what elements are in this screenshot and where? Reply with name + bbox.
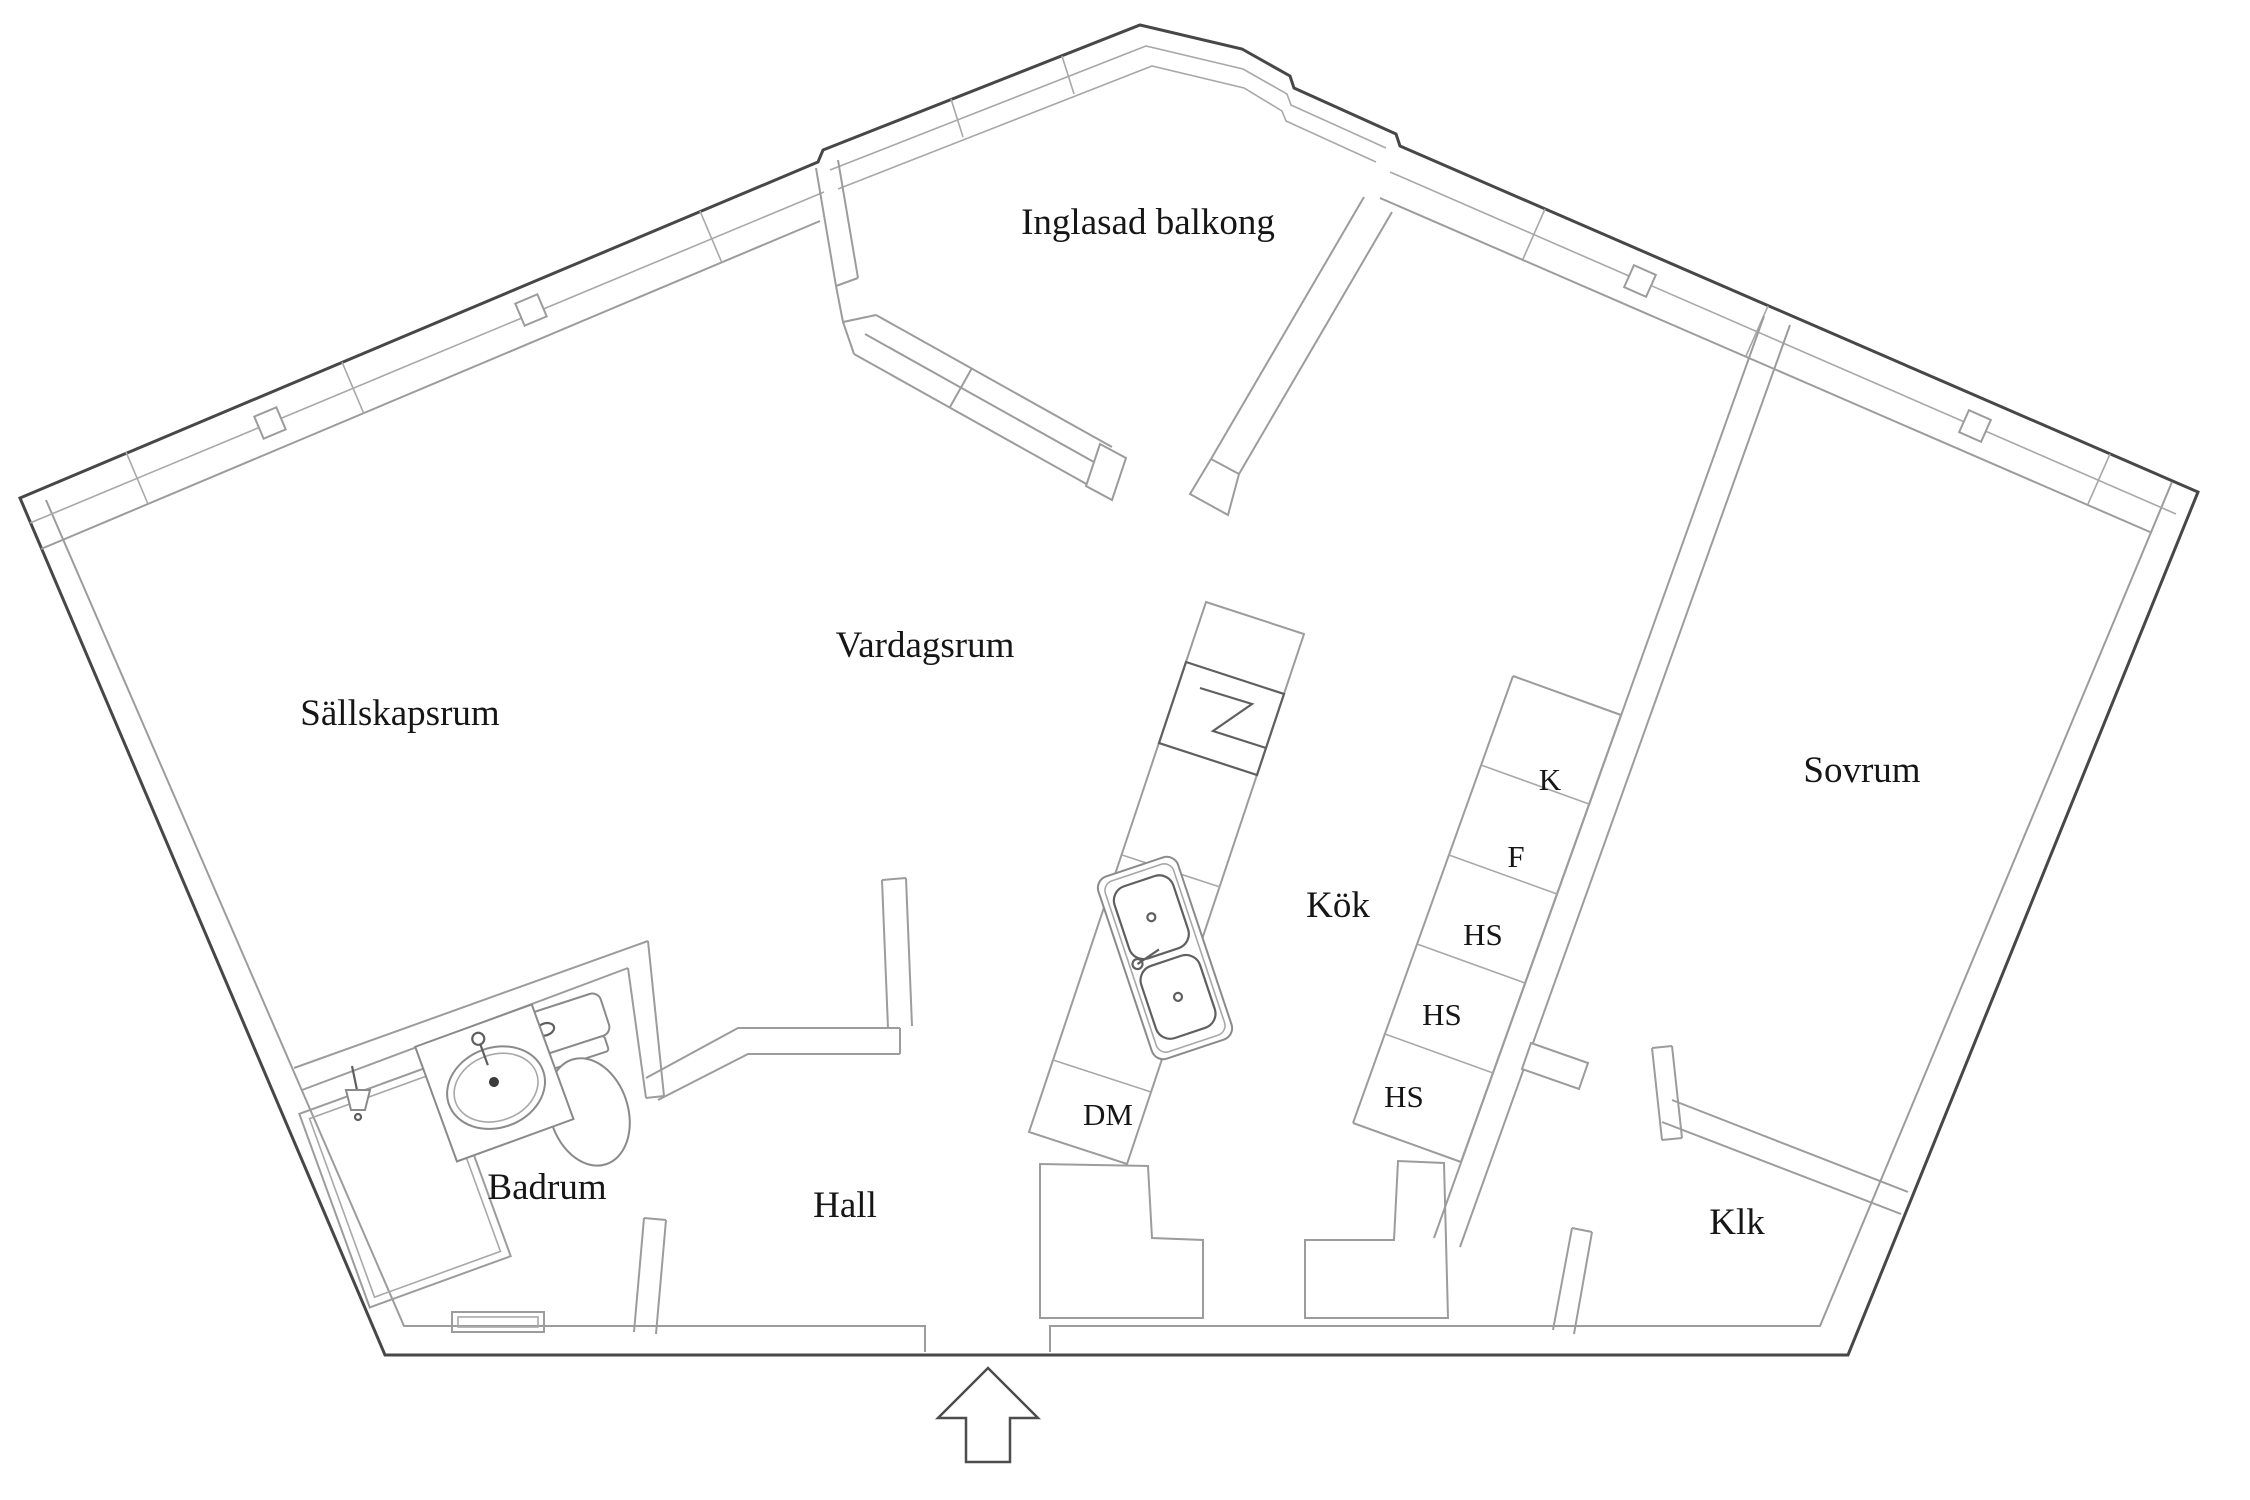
- room-label-bedroom: Sovrum: [1803, 750, 1920, 791]
- closet-west-jamb: [1651, 1045, 1683, 1141]
- kitchen-entry-wall-left: [1039, 1162, 1204, 1319]
- bathroom-sink: [413, 1003, 575, 1163]
- room-label-living-room: Vardagsrum: [836, 625, 1015, 666]
- bathroom-south-stub: [633, 1217, 667, 1335]
- kitchen-island-outline: [1027, 600, 1306, 1166]
- cabinet-run-dividers: [1384, 764, 1590, 1074]
- cabinet-label-f: F: [1507, 839, 1524, 874]
- balcony-glazing-dividers: [950, 55, 1075, 138]
- balcony-glazing-inner-1: [829, 45, 1387, 171]
- window-glass-line-topleft: [29, 191, 825, 524]
- balcony-corner-notch: [835, 285, 877, 355]
- balcony-door-jamb: [1084, 442, 1128, 502]
- kitchen-fixtures: [1027, 600, 1622, 1166]
- stove-zigzag-icon: [1199, 686, 1267, 750]
- cabinet-run-outline: [1352, 675, 1622, 1163]
- bedroom-door-jamb: [1520, 1041, 1590, 1091]
- exterior-walls: [18, 23, 2200, 1357]
- closet-north-wall: [1661, 1099, 1909, 1215]
- exterior-outline: [18, 23, 2200, 1357]
- kitchen-sink: [1096, 855, 1234, 1061]
- window-marker-icon: [252, 405, 288, 441]
- balcony-left-jamb: [815, 159, 859, 287]
- room-label-glazed-balcony: Inglasad balkong: [1021, 202, 1275, 243]
- cabinet-label-hs-3: HS: [1384, 1079, 1424, 1114]
- threshold-sill-inner: [457, 1316, 539, 1328]
- shower-faucet-icon: [344, 1065, 372, 1122]
- balcony-right-wall: [1188, 196, 1393, 517]
- window-dividers-topleft: [125, 210, 723, 505]
- room-labels: Inglasad balkong Sällskapsrum Vardagsrum…: [300, 202, 1921, 1243]
- interior-face-topright-sill: [1379, 197, 2151, 533]
- room-label-sitting-room: Sällskapsrum: [300, 693, 500, 734]
- balcony-glazing-inner-2: [837, 65, 1377, 190]
- hall-nook-wall: [645, 1027, 901, 1101]
- room-label-closet: Klk: [1709, 1202, 1765, 1243]
- interior-face-topleft-sill: [40, 220, 821, 550]
- cabinet-label-hs-1: HS: [1463, 917, 1503, 952]
- balcony-walls: [815, 45, 1393, 517]
- window-marker-icon: [1622, 263, 1658, 299]
- entrance-arrow-icon: [934, 1366, 1042, 1464]
- closet-hall-stub: [1552, 1227, 1593, 1335]
- room-label-bathroom: Badrum: [487, 1167, 606, 1208]
- balcony-front-partition: [853, 314, 1113, 487]
- room-label-kitchen: Kök: [1306, 885, 1370, 926]
- window-dividers-topright: [1522, 208, 2111, 505]
- bathroom-east-wall: [627, 940, 665, 1099]
- window-marker-icon: [1957, 408, 1993, 444]
- kitchen-entry-wall-right: [1304, 1159, 1450, 1319]
- window-marker-icon: [513, 292, 549, 328]
- bathroom-fixtures: [298, 992, 631, 1309]
- hall-nook-stub: [881, 877, 913, 1029]
- cabinet-label-hs-2: HS: [1422, 997, 1462, 1032]
- interior-face-west-bottom: [45, 481, 2173, 1352]
- label-dishwasher: DM: [1083, 1097, 1133, 1132]
- bathtub: [298, 1061, 512, 1309]
- threshold-sill: [451, 1311, 545, 1333]
- cabinet-label-k: K: [1539, 762, 1562, 797]
- stove: [1157, 660, 1286, 777]
- bedroom-divider-wall: [1433, 315, 1791, 1248]
- room-label-hall: Hall: [813, 1185, 877, 1226]
